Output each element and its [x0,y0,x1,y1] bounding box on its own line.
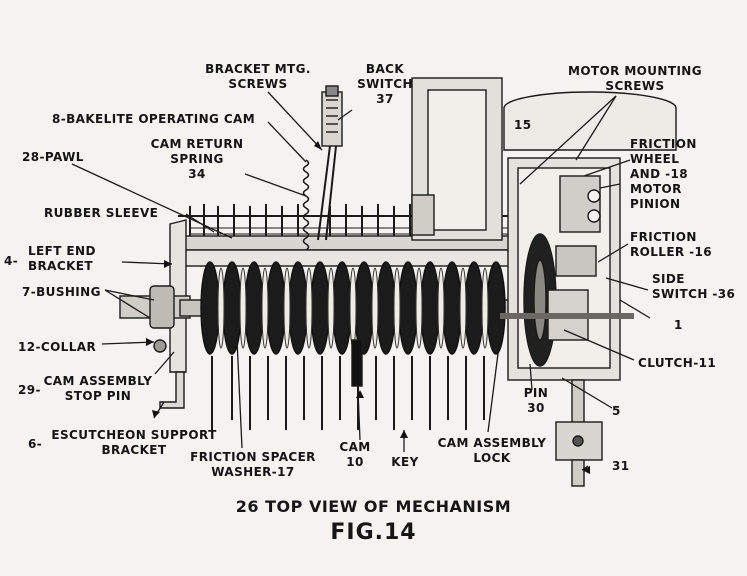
label-key: KEY [391,455,419,469]
label-cam-stop-pin-num: 29- [18,383,41,397]
figure-caption: 26 TOP VIEW OF MECHANISM [235,497,512,516]
label-collar: 12-COLLAR [18,340,97,354]
motor-pinion-block [559,175,601,233]
label-bakelite-operating-cam: 8-BAKELITE OPERATING CAM [52,112,256,126]
label-pawl: 28-PAWL [22,150,84,164]
label-bracket-mtg-screws: BRACKET MTG.SCREWS [205,62,311,91]
label-left-end-bracket-num: 4- [4,254,19,268]
label-1: 1 [674,318,683,332]
cam-return-spring [302,159,310,251]
label-clutch: CLUTCH-11 [638,356,717,370]
back-switch [317,85,343,241]
bushing [149,285,175,329]
label-rubber-sleeve: RUBBER SLEEVE [44,206,159,220]
label-bushing: 7-BUSHING [22,285,101,299]
lower-rods [211,356,485,430]
collar [153,339,167,353]
figure-number: FIG.14 [330,520,417,545]
label-escutcheon-num: 6- [28,437,43,451]
arrowheads [146,141,590,474]
spacer-washers [217,267,489,349]
label-5: 5 [612,404,621,418]
label-31: 31 [612,459,630,473]
friction-roller [555,245,597,277]
label-15: 15 [514,118,532,132]
cam-10 [351,339,363,387]
leader-lines [71,91,651,471]
